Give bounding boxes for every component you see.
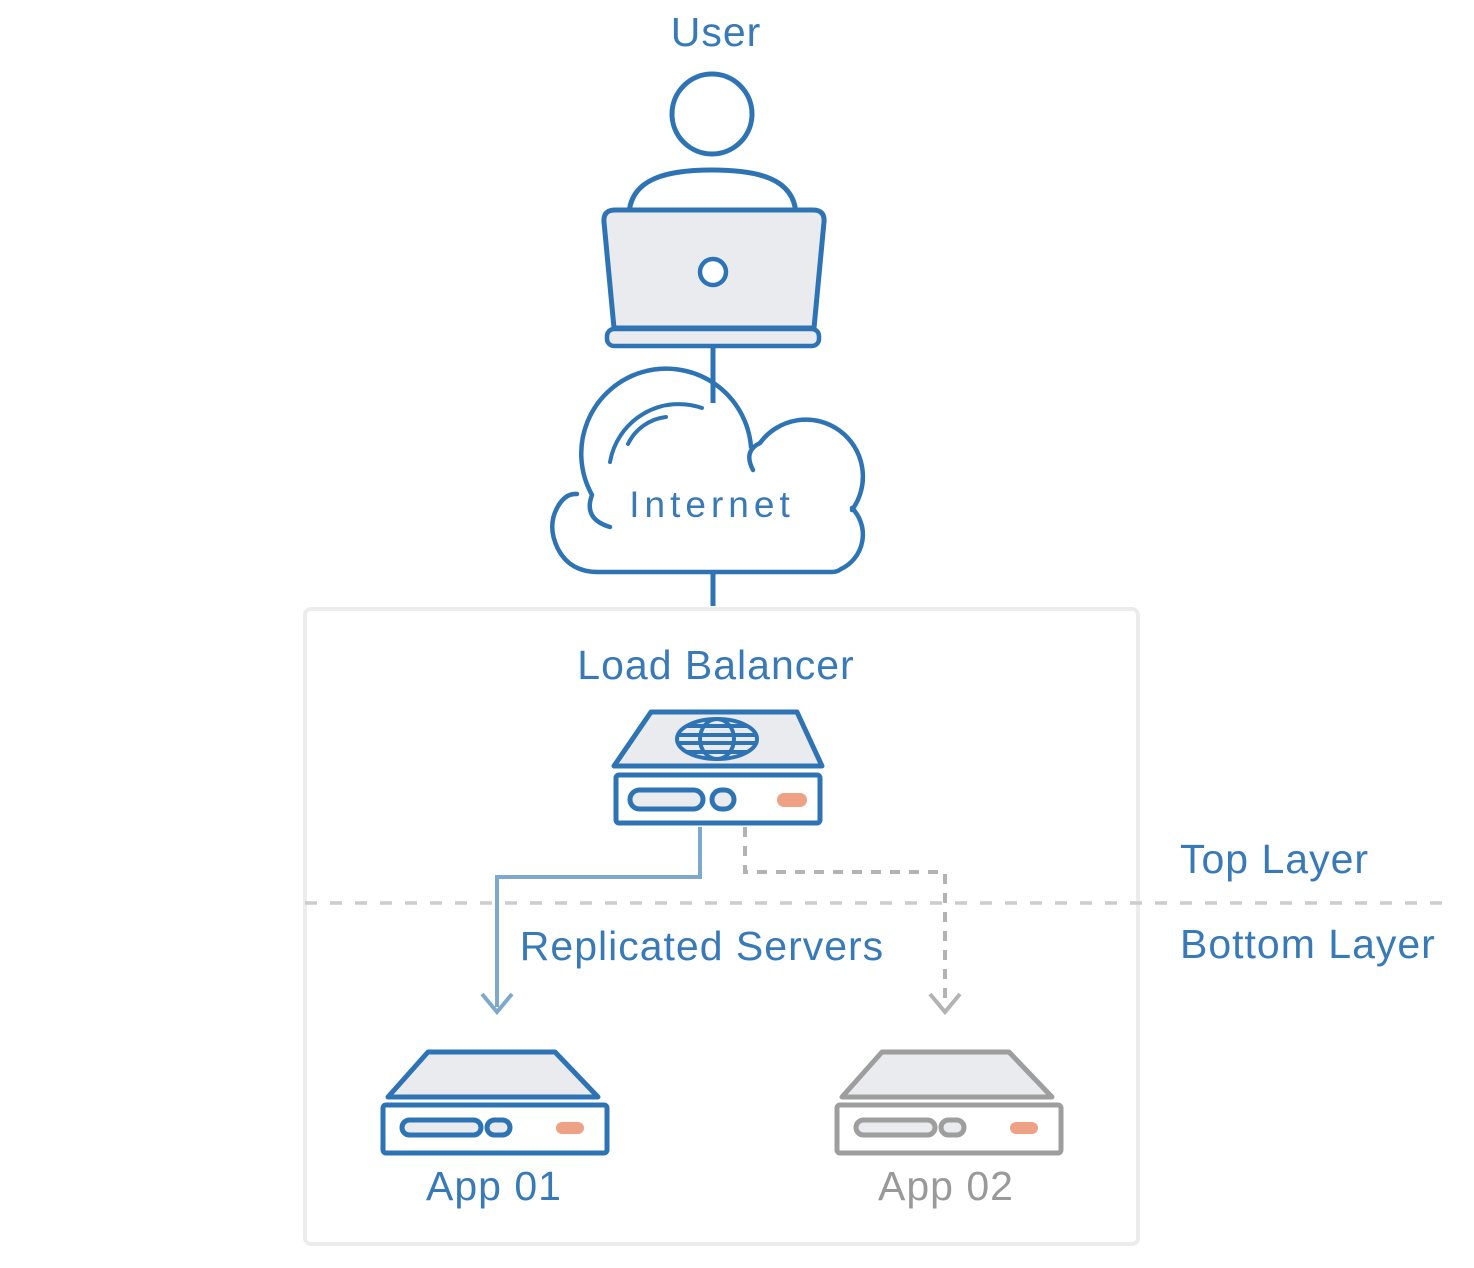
laptop-logo-dot — [697, 256, 729, 288]
app02-drive-slot — [853, 1117, 938, 1138]
internet-label: Internet — [629, 484, 795, 525]
app02-server-icon — [834, 1049, 1064, 1156]
cloud-shine-outer — [608, 402, 704, 464]
load-balancer-label: Load Balancer — [577, 642, 855, 688]
user-icon — [601, 71, 827, 349]
cloud-right-bubble — [747, 417, 866, 513]
app02-top-panel — [839, 1049, 1055, 1100]
top-layer-label: Top Layer — [1180, 836, 1370, 882]
app01-server-icon — [380, 1049, 610, 1156]
user-label: User — [670, 9, 762, 55]
app02-status-light — [1010, 1122, 1038, 1134]
app01-drive-slot — [399, 1117, 484, 1138]
arrowhead-app02 — [928, 992, 962, 1016]
user-head — [669, 71, 755, 157]
app02-label: App 02 — [878, 1163, 1014, 1209]
globe-icon — [675, 717, 759, 761]
edge-loadbalancer-app02 — [743, 827, 962, 1016]
edge-loadbalancer-app01 — [480, 827, 702, 1016]
cloud-bottom-edge — [550, 491, 866, 575]
layers-container-box — [303, 607, 1140, 1246]
arrowhead-app01 — [480, 992, 514, 1016]
load-balancer-drive-slot — [627, 787, 706, 812]
app01-top-panel — [385, 1049, 601, 1100]
load-balancer-button — [709, 787, 737, 812]
internet-cloud-icon — [550, 366, 866, 575]
replicated-servers-label: Replicated Servers — [519, 923, 885, 969]
laptop-base — [604, 326, 822, 349]
app01-label: App 01 — [426, 1163, 562, 1209]
user-shoulders — [626, 167, 799, 217]
app01-status-light — [556, 1122, 584, 1134]
app01-button — [484, 1117, 513, 1138]
bottom-layer-label: Bottom Layer — [1180, 921, 1436, 967]
cloud-main-bubble — [579, 366, 754, 530]
load-balancer-icon — [611, 709, 825, 826]
app02-button — [938, 1117, 967, 1138]
cloud-shine-inner — [626, 415, 668, 446]
load-balancer-status-light — [777, 793, 807, 807]
